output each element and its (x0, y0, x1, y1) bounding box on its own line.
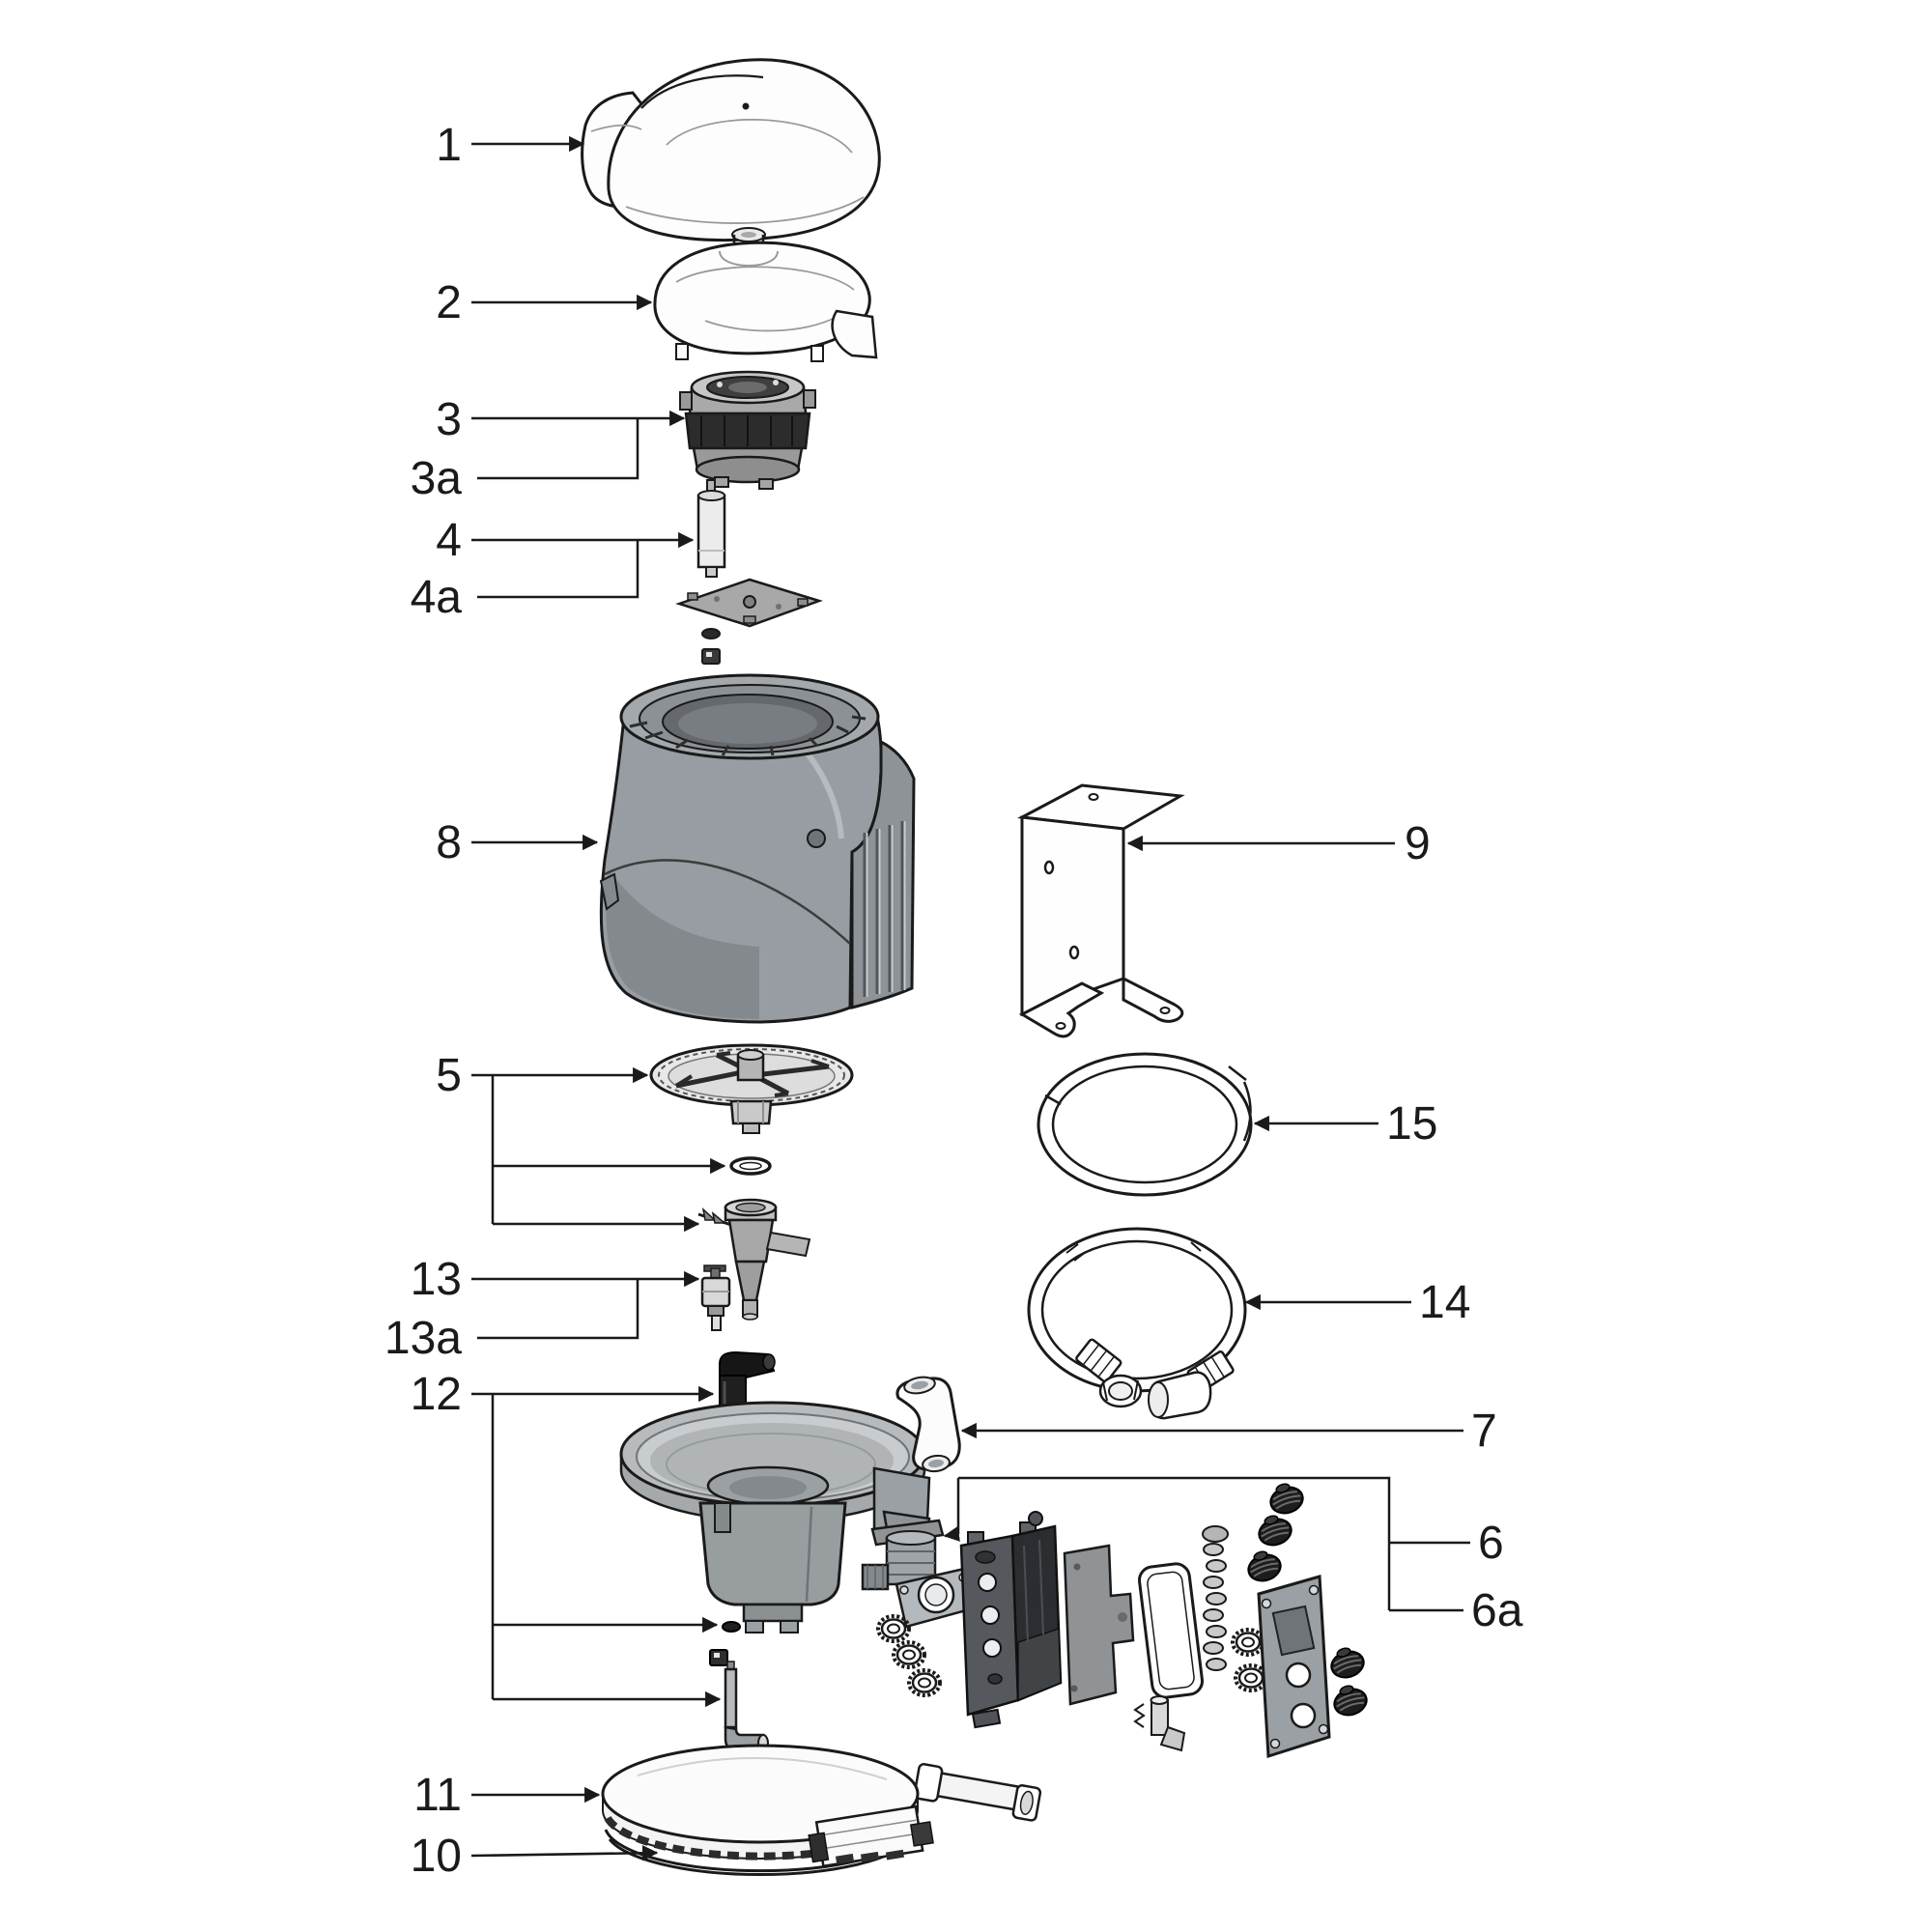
callout-9: 9 (1405, 818, 1431, 869)
drain-elbow-fitting (1133, 1695, 1186, 1752)
part-shaft-o-ring (722, 1621, 741, 1633)
part-injector-valve (700, 1264, 731, 1331)
part-clamp-ring (1037, 1052, 1253, 1197)
leader-part-13a (477, 1279, 639, 1340)
part-base-tray (808, 1804, 934, 1868)
callout-3: 3 (436, 394, 462, 445)
callout-13a: 13a (384, 1313, 462, 1364)
leader-part-6-valve (943, 1525, 960, 1542)
screw-strip (1202, 1525, 1229, 1671)
callout-4a: 4a (411, 572, 463, 623)
callout-4: 4 (436, 515, 462, 566)
part-motor (679, 370, 816, 490)
part-valve-washers (876, 1614, 942, 1697)
callout-12: 12 (411, 1369, 462, 1420)
part-pump-cartridge (696, 479, 726, 578)
box-side-panel (1063, 1544, 1135, 1706)
callout-7: 7 (1471, 1406, 1497, 1457)
leader-lines (470, 135, 1470, 1861)
part-connector-tube (913, 1763, 1042, 1822)
callout-14: 14 (1419, 1277, 1470, 1328)
box-gasket (1138, 1562, 1204, 1699)
part-main-housing (599, 673, 916, 1024)
callout-11: 11 (413, 1770, 462, 1821)
callout-6: 6 (1478, 1518, 1504, 1569)
callout-2: 2 (436, 277, 462, 328)
part-elbow-connector (895, 1376, 961, 1473)
part-control-box-assembly (959, 1483, 1368, 1759)
callout-3a: 3a (411, 453, 463, 504)
part-drive-shaft (724, 1661, 769, 1753)
cover-plate (1257, 1575, 1331, 1759)
cable-grommets (1247, 1483, 1368, 1717)
part-control-board (674, 578, 823, 665)
leader-part-3a (477, 419, 639, 480)
part-inlet-hose (1027, 1227, 1247, 1420)
part-mixing-bowl (619, 1401, 931, 1634)
callout-13: 13 (411, 1254, 462, 1305)
part-shaft-nut (709, 1649, 728, 1666)
part-water-inlet-valve (861, 1519, 972, 1629)
control-box (959, 1511, 1063, 1729)
part-disc-o-ring (729, 1156, 772, 1176)
callout-6a: 6a (1471, 1585, 1523, 1636)
callout-15: 15 (1386, 1098, 1437, 1150)
callout-8: 8 (436, 817, 462, 868)
bracket-part-6 (958, 1476, 1391, 1610)
part-inner-cover (653, 227, 878, 362)
part-top-cover (581, 58, 881, 242)
callout-labels: 1 2 3 3a 4 4a 8 5 13 13a 12 11 10 9 15 1… (384, 120, 1523, 1882)
callout-1: 1 (436, 120, 462, 171)
leader-part-10 (470, 1845, 659, 1861)
part-impeller-disc (649, 1043, 854, 1134)
part-mounting-bracket (1017, 783, 1185, 1038)
part-injector (697, 1198, 811, 1321)
callout-5: 5 (436, 1050, 462, 1101)
callout-10: 10 (411, 1831, 462, 1882)
leader-part-4a (477, 541, 639, 599)
